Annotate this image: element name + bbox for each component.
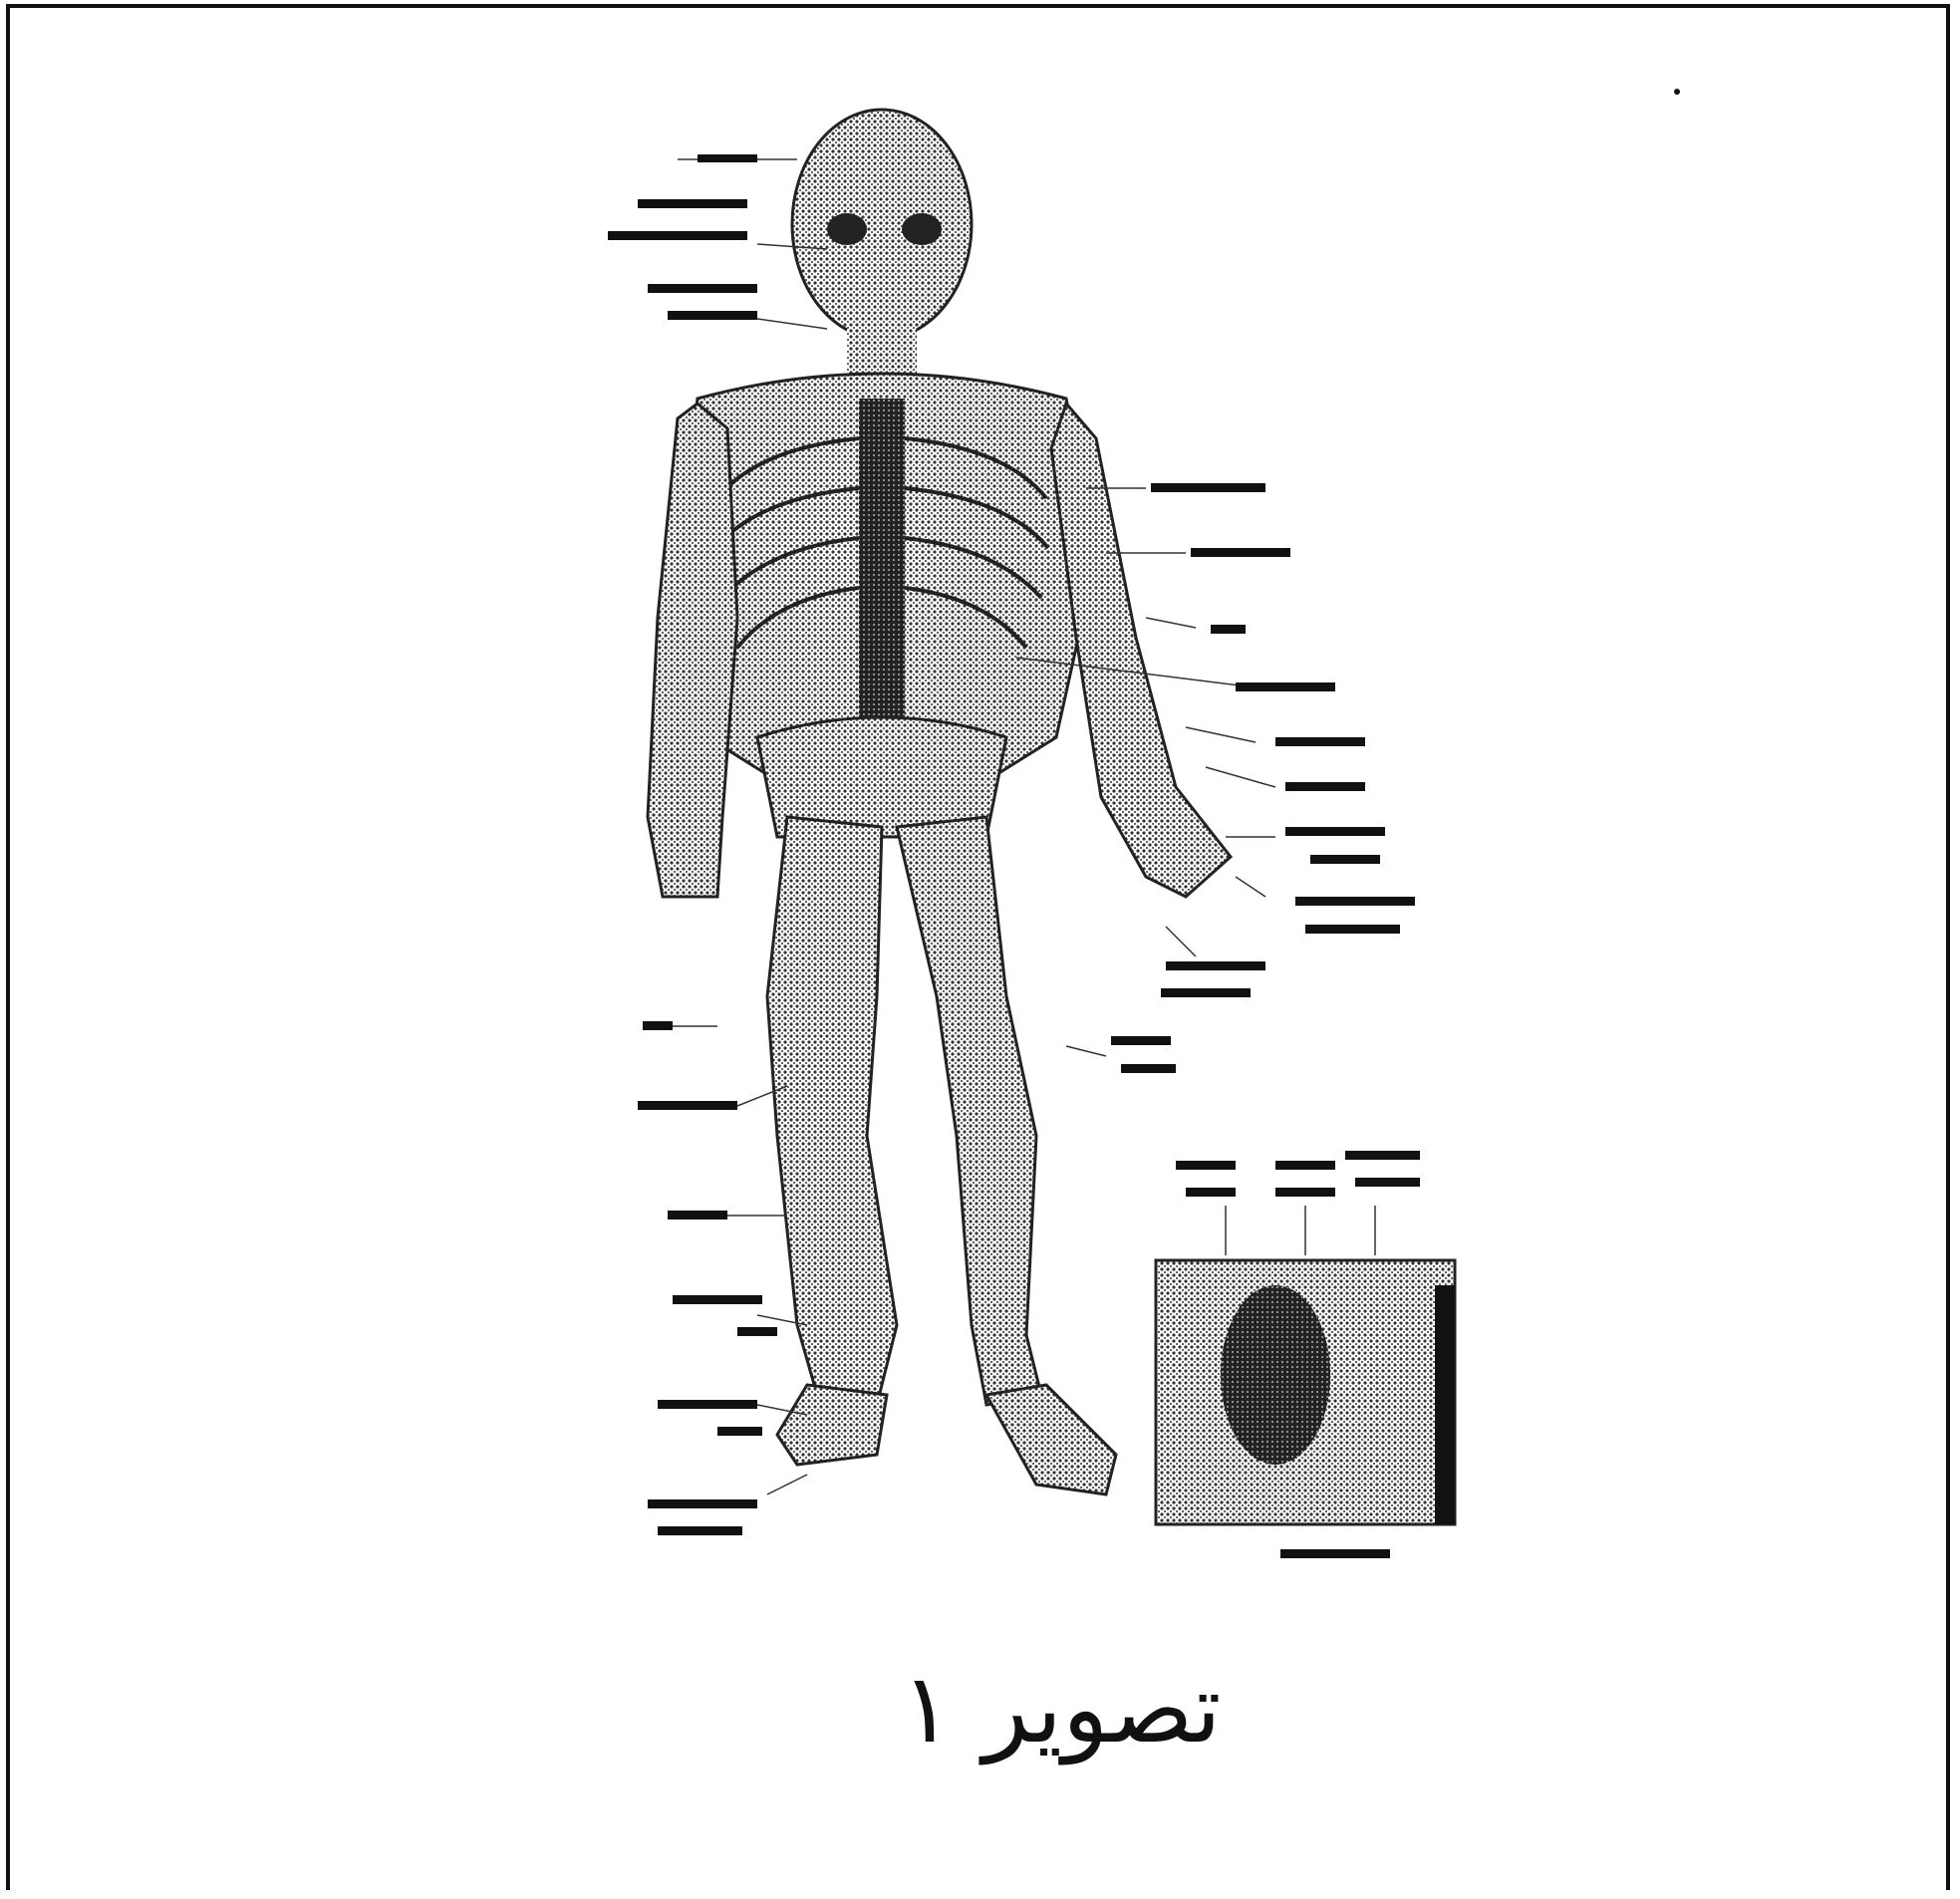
figure-caption: تصویر ۱	[847, 1644, 1275, 1773]
figure-left-arm	[648, 404, 737, 897]
figure-left-leg	[767, 817, 897, 1405]
figure-right-leg	[897, 817, 1041, 1405]
figure-right-arm	[1051, 404, 1231, 897]
figure-head	[792, 110, 972, 339]
